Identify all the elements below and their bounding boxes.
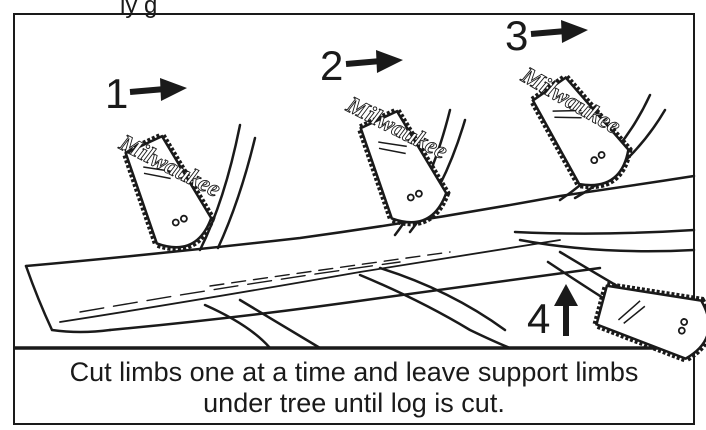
- frame: [13, 13, 695, 425]
- step-label-2: 2: [320, 42, 343, 89]
- step-label-3: 3: [505, 12, 528, 59]
- log: [24, 174, 696, 334]
- arrow-right-icon: [129, 78, 187, 101]
- arrow-right-icon: [530, 20, 588, 43]
- step-label-1: 1: [105, 70, 128, 117]
- arrow-up-icon: [554, 284, 578, 336]
- arrow-right-icon: [345, 50, 403, 73]
- caption: Cut limbs one at a time and leave suppor…: [14, 352, 694, 424]
- caption-line-1: Cut limbs one at a time and leave suppor…: [69, 357, 639, 387]
- caption-line-2: under tree until log is cut.: [203, 388, 505, 418]
- step-label-4: 4: [527, 295, 550, 342]
